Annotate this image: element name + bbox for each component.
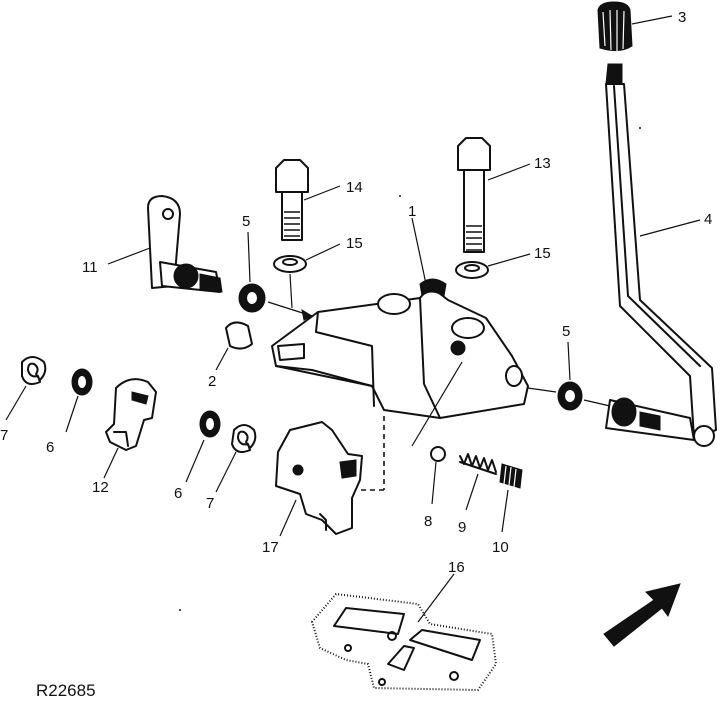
callout-15-right: 15 — [534, 245, 551, 262]
callout-11: 11 — [82, 259, 98, 276]
direction-arrow-icon — [603, 583, 681, 647]
long-bolt-part — [457, 137, 491, 253]
callout-10: 10 — [492, 539, 509, 556]
callout-8: 8 — [424, 513, 432, 530]
lock-washer-part — [455, 261, 489, 279]
shift-fork-part — [275, 421, 363, 535]
shifter-housing-part — [271, 278, 529, 419]
callout-12: 12 — [92, 479, 109, 496]
callout-7-left: 7 — [0, 427, 8, 444]
washer-part — [238, 283, 266, 313]
callout-3: 3 — [678, 9, 686, 26]
gasket-part — [311, 593, 497, 691]
callout-9: 9 — [458, 519, 466, 536]
callout-14: 14 — [346, 179, 363, 196]
washer-part — [199, 410, 221, 438]
callout-15-left: 15 — [346, 235, 363, 252]
bolt-part — [275, 159, 309, 241]
knob-part — [597, 1, 633, 52]
callout-17: 17 — [262, 539, 279, 556]
spring-part — [459, 453, 497, 475]
callout-4: 4 — [704, 211, 712, 228]
detent-ball-part — [430, 446, 446, 462]
washer-part — [557, 381, 583, 411]
callout-7-right: 7 — [206, 495, 214, 512]
bushing-part — [225, 321, 253, 350]
washer-part — [71, 368, 93, 396]
lever-arm-part — [147, 195, 223, 293]
callout-5-left: 5 — [242, 213, 250, 230]
cam-part — [105, 378, 157, 451]
callout-6-left: 6 — [46, 439, 54, 456]
lock-washer-part — [273, 255, 307, 273]
callout-13: 13 — [534, 155, 551, 172]
callout-16: 16 — [448, 559, 465, 576]
callout-2: 2 — [208, 373, 216, 390]
figure-reference: R22685 — [36, 681, 96, 700]
callout-5-right: 5 — [562, 323, 570, 340]
set-screw-part — [499, 463, 523, 489]
callout-6-right: 6 — [174, 485, 182, 502]
shift-lever-part — [605, 63, 717, 447]
retaining-clip-part — [21, 356, 47, 385]
retaining-clip-part — [231, 424, 257, 453]
callout-1: 1 — [408, 203, 416, 220]
